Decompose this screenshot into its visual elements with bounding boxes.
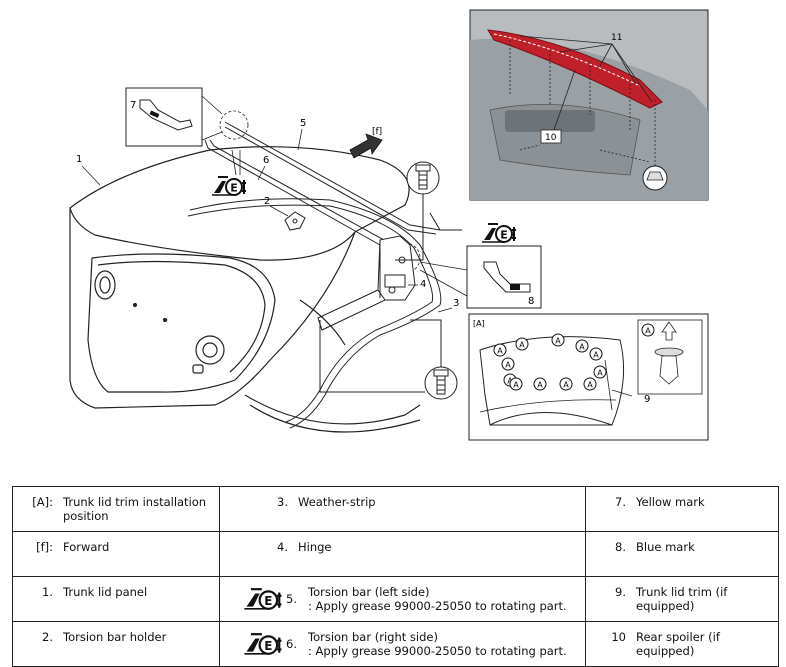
legend-number: 3. xyxy=(277,495,288,509)
legend-number: 6. xyxy=(286,637,297,651)
blue-mark-detail xyxy=(419,245,542,309)
yellow-mark-detail xyxy=(125,87,223,147)
legend-cell: 8. Blue mark xyxy=(585,531,779,577)
detail-a-label: [A] xyxy=(473,319,485,328)
legend-text: Hinge xyxy=(298,540,332,554)
legend-row: [f]: Forward 4. Hinge 8. Blue mark xyxy=(12,531,779,577)
grease-e-icon: E xyxy=(224,582,286,616)
legend-text: Torsion bar holder xyxy=(63,630,167,644)
forward-label: [f] xyxy=(372,127,382,137)
bolt-icon xyxy=(379,161,440,298)
legend-cell: 7. Yellow mark xyxy=(585,486,779,532)
legend-number: 4. xyxy=(277,540,288,554)
legend-row: 1. Trunk lid panel E 5. Torsion bar (left… xyxy=(12,576,779,622)
torsion-bar-holder xyxy=(284,211,306,231)
legend-text: Torsion bar (left side) xyxy=(308,585,430,599)
callout-5: 5 xyxy=(300,118,306,129)
legend-number: 1. xyxy=(42,585,53,599)
legend-cell: E 6. Torsion bar (right side): Apply gre… xyxy=(219,621,586,667)
legend-row: [A]: Trunk lid trim installation position… xyxy=(12,486,779,532)
legend-text: Trunk lid panel xyxy=(63,585,148,599)
callout-7: 7 xyxy=(130,100,136,111)
svg-text:E: E xyxy=(264,594,272,608)
callout-3: 3 xyxy=(453,298,459,309)
legend-number: 9. xyxy=(615,585,626,599)
trunk-lid-panel xyxy=(69,146,421,433)
legend-cell: [A]: Trunk lid trim installation position xyxy=(12,486,220,532)
forward-arrow-icon xyxy=(349,133,383,159)
callout-4: 4 xyxy=(420,279,426,290)
legend-number: 5. xyxy=(286,592,297,606)
legend-table: [A]: Trunk lid trim installation position… xyxy=(12,486,779,667)
callout-10: 10 xyxy=(545,133,557,143)
legend-number: [A]: xyxy=(32,495,53,509)
legend-note: : Apply grease 99000-25050 to rotating p… xyxy=(308,644,567,658)
torsion-bars xyxy=(204,121,462,246)
legend-text: Blue mark xyxy=(636,540,695,554)
rear-spoiler-photo xyxy=(469,9,709,201)
legend-number: 8. xyxy=(615,540,626,554)
legend-text: Yellow mark xyxy=(636,495,705,509)
legend-number: 7. xyxy=(615,495,626,509)
legend-text: Trunk lid trim installation position xyxy=(63,495,207,523)
hinge xyxy=(317,235,416,331)
legend-text: Torsion bar (right side) xyxy=(308,630,438,644)
weather-strip xyxy=(187,198,442,429)
legend-cell: E 5. Torsion bar (left side): Apply grea… xyxy=(219,576,586,622)
legend-row: 2. Torsion bar holder E 6. Torsion bar (r… xyxy=(12,621,779,667)
legend-text: Weather-strip xyxy=(298,495,376,509)
legend-note: : Apply grease 99000-25050 to rotating p… xyxy=(308,599,567,613)
legend-cell: 10 Rear spoiler (if equipped) xyxy=(585,621,779,667)
legend-text: Trunk lid trim (if equipped) xyxy=(636,585,728,613)
legend-number: 2. xyxy=(42,630,53,644)
legend-cell: 9. Trunk lid trim (if equipped) xyxy=(585,576,779,622)
legend-number: [f]: xyxy=(36,540,53,554)
legend-cell: 4. Hinge xyxy=(219,531,586,577)
callout-1: 1 xyxy=(76,154,82,165)
legend-text: Rear spoiler (if equipped) xyxy=(636,630,720,658)
callout-2: 2 xyxy=(264,196,270,207)
bolt-icon xyxy=(319,319,458,400)
legend-cell: 3. Weather-strip xyxy=(219,486,586,532)
grease-e-icon: E xyxy=(224,627,286,661)
grease-e-icon xyxy=(481,223,517,243)
callout-6: 6 xyxy=(263,155,269,166)
trunk-lid-exploded-diagram: E A 1 3 xyxy=(69,9,709,441)
trunk-lid-trim-detail xyxy=(468,313,709,441)
legend-cell: 2. Torsion bar holder xyxy=(12,621,220,667)
legend-text: Forward xyxy=(63,540,110,554)
legend-cell: 1. Trunk lid panel xyxy=(12,576,220,622)
callout-8: 8 xyxy=(528,296,534,307)
legend-cell: [f]: Forward xyxy=(12,531,220,577)
legend-number: 10 xyxy=(611,630,626,644)
callout-11: 11 xyxy=(611,33,622,43)
svg-text:E: E xyxy=(264,639,272,653)
callout-9: 9 xyxy=(644,394,650,405)
